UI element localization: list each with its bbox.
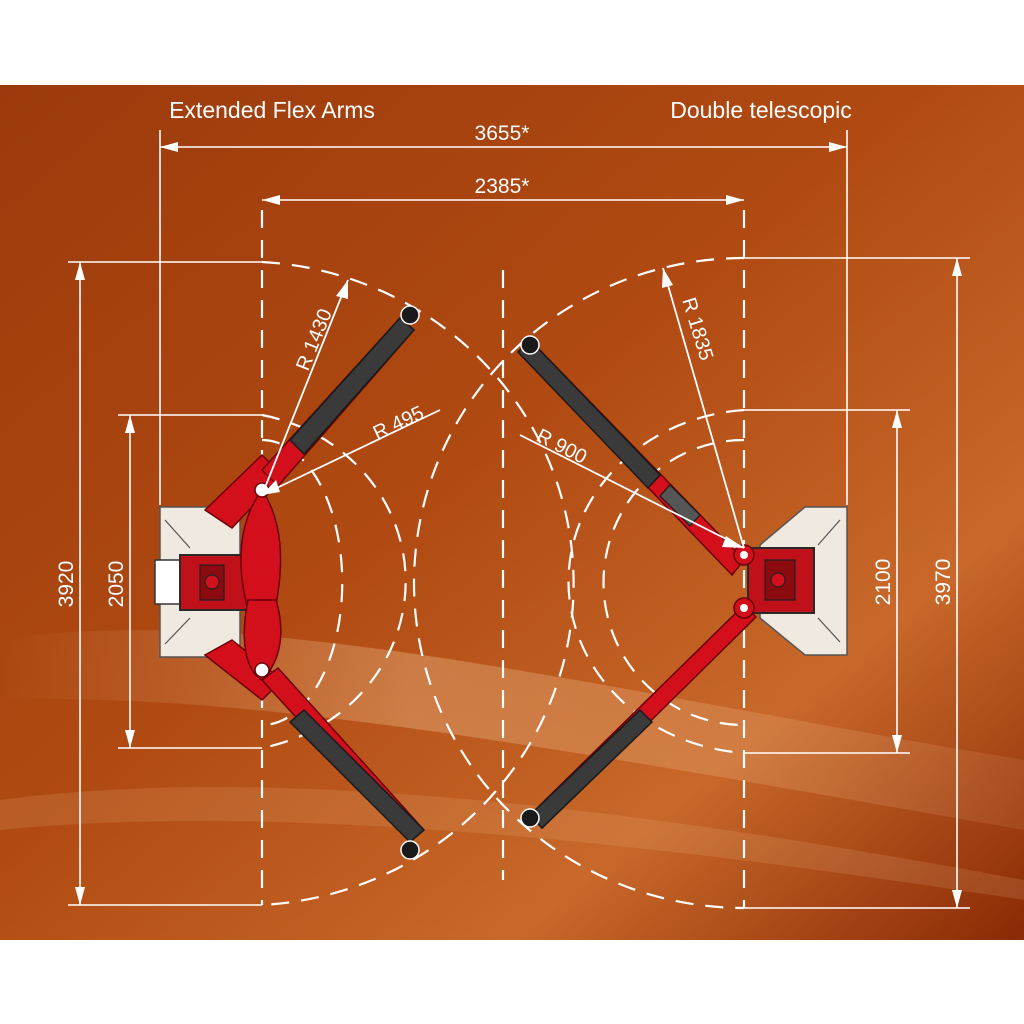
arrowhead xyxy=(125,415,135,433)
dim-left-inner-height: 2050 xyxy=(105,561,128,608)
dim-overall-width: 3655* xyxy=(475,122,530,145)
right-upper-pad xyxy=(520,335,540,355)
right-lift-post xyxy=(516,335,848,830)
arrowhead xyxy=(336,280,348,299)
title-double-telescopic: Double telescopic xyxy=(670,97,852,123)
left-upper-arm-grey xyxy=(288,316,416,456)
background-streak-low xyxy=(0,787,1024,900)
arrowhead xyxy=(75,887,85,905)
arrowhead xyxy=(662,268,673,288)
arrowhead xyxy=(892,410,902,428)
arrowhead xyxy=(726,195,744,205)
title-extended-flex-arms: Extended Flex Arms xyxy=(169,97,375,123)
arrowhead xyxy=(892,735,902,753)
arrowhead xyxy=(262,480,280,495)
right-radius-long-line xyxy=(662,267,745,549)
left-lower-arm-grey xyxy=(288,708,426,844)
lift-diagram: Extended Flex Arms Double telescopic xyxy=(0,85,1024,940)
arrowhead xyxy=(125,730,135,748)
arrowhead xyxy=(952,258,962,276)
left-radius-short-line xyxy=(261,409,441,496)
left-lift-post xyxy=(154,305,426,860)
left-upper-pad xyxy=(400,305,420,325)
right-upper-arm-grey xyxy=(516,338,662,490)
dim-left-outer-height: 3920 xyxy=(55,561,78,608)
left-lower-pad xyxy=(400,840,420,860)
dim-right-inner-height: 2100 xyxy=(872,559,895,606)
left-arc-middle xyxy=(261,413,407,750)
right-lower-pad xyxy=(520,808,540,828)
dim-inner-width: 2385* xyxy=(475,175,530,198)
arrowhead xyxy=(952,890,962,908)
dim-right-outer-height: 3970 xyxy=(932,559,955,606)
left-radius-long-line xyxy=(261,279,349,496)
arrowhead xyxy=(262,195,280,205)
right-arc-inner xyxy=(602,438,745,727)
right-arc-outer xyxy=(412,256,745,910)
arrowhead xyxy=(160,142,178,152)
right-arc-middle xyxy=(567,408,745,755)
right-lower-arm-grey xyxy=(528,708,654,830)
arrowhead xyxy=(829,142,847,152)
right-radius-short-line xyxy=(519,434,745,549)
lift-diagram-panel: Extended Flex Arms Double telescopic xyxy=(0,85,1024,940)
arrowhead xyxy=(75,262,85,280)
arrowhead xyxy=(722,536,744,548)
